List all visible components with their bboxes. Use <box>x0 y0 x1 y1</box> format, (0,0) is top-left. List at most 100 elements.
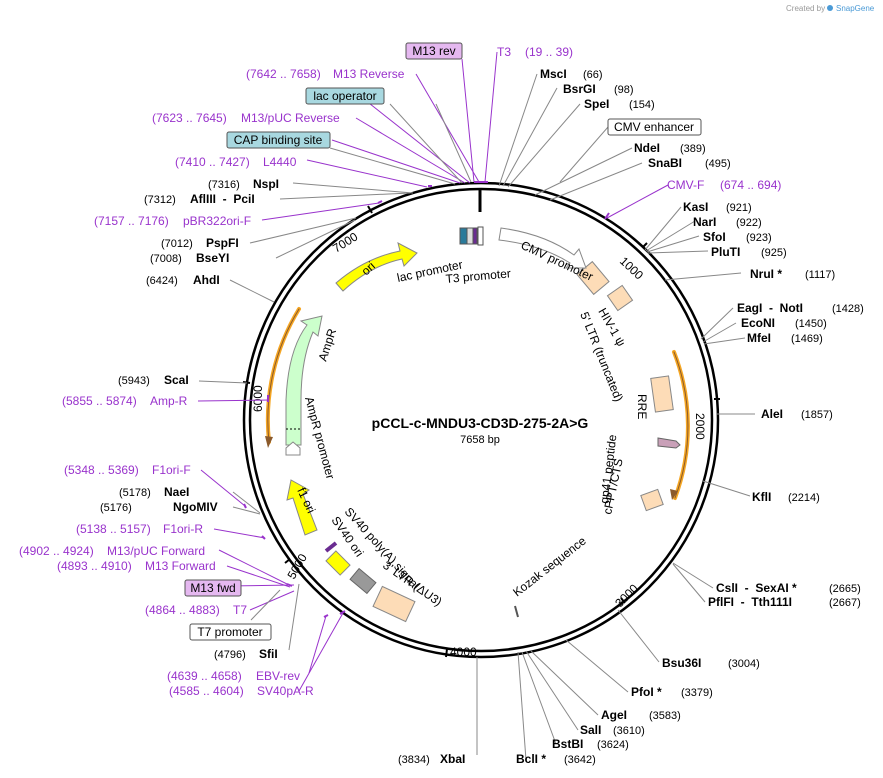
m13-rev-label: M13 rev <box>412 44 455 58</box>
feature-connectors <box>250 103 472 621</box>
primer-name: T3 <box>497 45 511 59</box>
sv40-promoter-mark <box>324 541 338 553</box>
primer-pos: (5855 .. 5874) <box>62 394 137 408</box>
tick-label: 6000 <box>251 385 265 412</box>
cap-binding-site-box <box>226 131 331 149</box>
enzyme-name: ScaI <box>164 373 189 387</box>
enzyme-pos: (5943) <box>118 375 150 387</box>
enzyme-name: NarI <box>693 215 716 229</box>
enzyme-name: MfeI <box>747 331 771 345</box>
enzyme-name: Bsu36I <box>662 656 701 670</box>
m13-fwd-box <box>184 579 242 597</box>
snapgene-logo-icon <box>827 5 833 11</box>
plasmid-length: 7658 bp <box>460 434 500 446</box>
credit-text: Created by <box>786 4 825 13</box>
primer-name: T7 <box>233 603 247 617</box>
enzyme-name: BclI * <box>516 752 546 766</box>
enzyme-name: NaeI <box>164 485 189 499</box>
primer-name: M13/pUC Reverse <box>241 111 340 125</box>
enzyme-pos: (3834) <box>398 754 430 766</box>
enzyme-pos: (3624) <box>597 739 629 751</box>
enzyme-name: PfoI * <box>631 685 662 699</box>
primer-name: SV40pA-R <box>257 684 314 698</box>
lac-operator-label: lac operator <box>313 89 376 103</box>
primer-connectors <box>197 51 669 692</box>
enzyme-pos: (7316) <box>208 179 240 191</box>
primer-pos: (7642 .. 7658) <box>246 67 321 81</box>
enzyme-name: AgeI <box>601 708 627 722</box>
enzyme-name: KasI <box>683 200 708 214</box>
enzyme-connectors <box>198 73 755 761</box>
primer-name: F1ori-F <box>152 463 191 477</box>
rre-box <box>650 375 674 413</box>
enzyme-pos: (66) <box>583 69 603 81</box>
enzyme-name: BstBI <box>552 737 583 751</box>
enzyme-pos: (6424) <box>146 275 178 287</box>
cmv-enhancer-box <box>607 118 702 136</box>
primer-pos: (4902 .. 4924) <box>19 544 94 558</box>
boxed-labels: M13 rev lac operator CAP binding site CM… <box>184 42 702 641</box>
enzyme-name: BsrGI <box>563 82 596 96</box>
enzyme-name: XbaI <box>440 752 465 766</box>
cmv-enhancer-label: CMV enhancer <box>614 120 694 134</box>
ltr3-box <box>372 585 416 623</box>
enzyme-pos: (925) <box>761 247 787 259</box>
cppt-box <box>640 488 664 512</box>
primer-pos: (19 .. 39) <box>525 45 573 59</box>
primer-pos: (5138 .. 5157) <box>76 522 151 536</box>
enzyme-pos: (7008) <box>150 253 182 265</box>
enzyme-pos: (7012) <box>161 238 193 250</box>
enzyme-pos: (2667) <box>829 597 861 609</box>
enzyme-pos: (1450) <box>795 318 827 330</box>
primer-pos: (4585 .. 4604) <box>169 684 244 698</box>
kozak-label: Kozak sequence <box>510 534 589 600</box>
primer-pos: (4893 .. 4910) <box>57 559 132 573</box>
primer-name: F1ori-R <box>163 522 203 536</box>
enzyme-name: SfiI <box>259 647 278 661</box>
credit-brand: SnapGene <box>836 4 875 13</box>
enzyme-name: AhdI <box>193 273 220 287</box>
tick-label: 4000 <box>450 645 477 659</box>
enzyme-name: PluTI <box>711 245 740 259</box>
cap-binding-site-label: CAP binding site <box>234 133 323 147</box>
enzyme-pos: (7312) <box>144 194 176 206</box>
cmv-promoter-arrow <box>498 227 587 269</box>
enzyme-name: SfoI <box>703 230 726 244</box>
enzyme-pos: (1428) <box>832 303 864 315</box>
tick-label: 2000 <box>693 413 707 440</box>
lac-operator-box <box>305 87 385 105</box>
enzyme-name: NspI <box>253 177 279 191</box>
primer-name: pBR322ori-F <box>183 214 251 228</box>
primer-name: Amp-R <box>150 394 188 408</box>
primer-pos: (4864 .. 4883) <box>145 603 220 617</box>
enzyme-pos: (3379) <box>681 687 713 699</box>
t7-promoter-label: T7 promoter <box>197 625 262 639</box>
enzyme-pos: (98) <box>614 84 634 96</box>
ori-arrow <box>335 242 418 292</box>
enzyme-name: SalI <box>580 723 601 737</box>
lac-promoter-box <box>459 227 468 245</box>
f1-ori-arrow <box>286 479 318 536</box>
enzyme-pos: (923) <box>746 232 772 244</box>
tick-label: 1000 <box>617 254 646 283</box>
enzyme-pos: (2665) <box>829 583 861 595</box>
primer-marks <box>243 181 610 618</box>
enzyme-name: EagI - NotI <box>737 301 803 315</box>
enzyme-name: EcoNI <box>741 316 775 330</box>
enzyme-pos: (3642) <box>564 754 596 766</box>
t7-promoter-box <box>189 623 272 641</box>
enzyme-pos: (3610) <box>613 725 645 737</box>
primer-pos: (7410 .. 7427) <box>175 155 250 169</box>
primer-pos: (7623 .. 7645) <box>152 111 227 125</box>
enzyme-pos: (5178) <box>119 487 151 499</box>
enzyme-pos: (495) <box>705 158 731 170</box>
orange-arcs <box>265 307 690 500</box>
primer-name: EBV-rev <box>256 669 300 683</box>
enzyme-name: PflFI - Tth111I <box>708 595 792 609</box>
gp41-arrow <box>657 437 681 449</box>
enzyme-name: NgoMIV <box>173 500 218 514</box>
enzyme-name: SnaBI <box>648 156 682 170</box>
enzyme-pos: (389) <box>680 143 706 155</box>
enzyme-name: CslI - SexAI * <box>716 581 797 595</box>
